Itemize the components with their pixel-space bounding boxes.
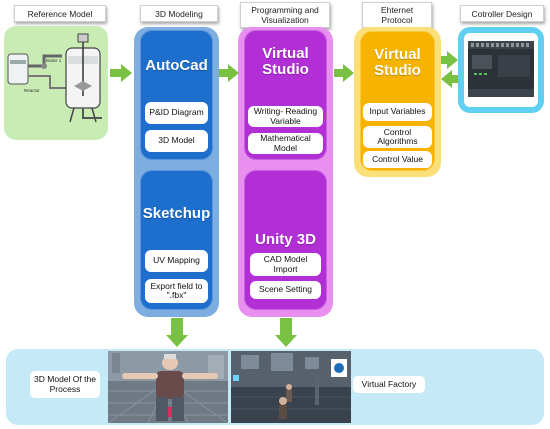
virtual-factory-image xyxy=(231,351,351,423)
header-ethernet-protocol: Ehternet Protocol xyxy=(362,2,432,28)
arrow-modeling-down xyxy=(166,318,188,348)
arrow-controller-to-ethernet xyxy=(441,70,458,88)
virtual-studio-title-2: Virtual Studio xyxy=(374,46,421,79)
export-fbx-box: Export field to ".fbx" xyxy=(145,279,208,303)
plc-image xyxy=(464,33,538,107)
reference-model-panel: Boiler 1 Reactor xyxy=(4,26,108,140)
3d-model-of-process-label: 3D Model Of the Process xyxy=(30,371,100,398)
virtual-studio-panel-1: Virtual Studio Writing- Reading Variable… xyxy=(244,30,327,160)
sketchup-title: Sketchup xyxy=(142,205,211,222)
scene-setting-box: Scene Setting xyxy=(250,281,321,299)
reference-label-b: Reactor xyxy=(24,88,40,93)
virtual-studio-panel-2: Virtual Studio Input Variables Control A… xyxy=(360,31,435,171)
control-algorithms-box: Control Algorithms xyxy=(363,126,432,148)
header-reference-model: Reference Model xyxy=(14,5,106,22)
uv-mapping-box: UV Mapping xyxy=(145,250,208,272)
header-programming-visualization: Programming and Visualization xyxy=(240,2,330,28)
arrow-modeling-to-programming xyxy=(219,64,239,82)
autocad-panel: AutoCad P&ID Diagram 3D Model xyxy=(140,30,213,160)
reference-process-drawing: Boiler 1 Reactor xyxy=(7,33,102,123)
arrow-programming-to-ethernet xyxy=(334,64,354,82)
reference-label-a: Boiler 1 xyxy=(46,58,62,63)
cad-model-import-box: CAD Model Import xyxy=(250,253,321,276)
header-controller-design: Cotroller Design xyxy=(460,5,544,22)
3d-model-box: 3D Model xyxy=(145,130,208,152)
virtual-studio-title-1: Virtual Studio xyxy=(262,45,309,78)
virtual-factory-label: Virtual Factory xyxy=(353,376,425,393)
3d-model-process-image xyxy=(108,351,228,423)
header-3d-modeling: 3D Modeling xyxy=(140,5,218,22)
mathematical-model-box: Mathematical Model xyxy=(248,133,323,154)
control-value-box: Control Value xyxy=(363,151,432,168)
arrow-programming-down xyxy=(275,318,297,348)
arrow-ethernet-to-controller xyxy=(441,51,458,69)
unity-panel: Unity 3D CAD Model Import Scene Setting xyxy=(244,170,327,310)
pid-diagram-box: P&ID Diagram xyxy=(145,102,208,124)
autocad-title: AutoCad xyxy=(145,57,208,74)
input-variables-box: Input Variables xyxy=(363,103,432,121)
arrow-reference-to-modeling xyxy=(110,64,132,82)
controller-design-panel xyxy=(458,27,544,113)
unity-title: Unity 3D xyxy=(255,231,316,248)
writing-reading-variable-box: Writing- Reading Variable xyxy=(248,106,323,127)
sketchup-panel: Sketchup UV Mapping Export field to ".fb… xyxy=(140,170,213,310)
